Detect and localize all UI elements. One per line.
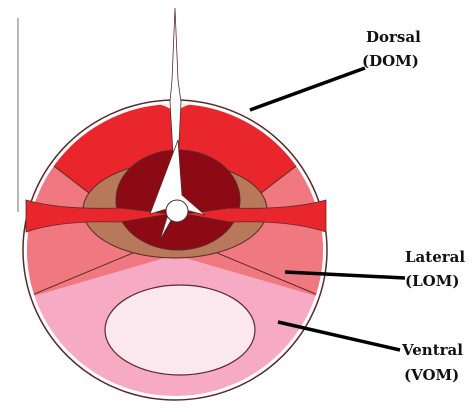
dorsal-abbr-label: (DOM) [362, 52, 419, 70]
lateral-abbr-label: (LOM) [405, 272, 459, 290]
dorsal-label: Dorsal [366, 28, 421, 46]
ventral-label: Ventral [401, 341, 463, 359]
dorsal-leader-line [250, 68, 365, 110]
lateral-label: Lateral [405, 248, 465, 266]
ventral-core [105, 285, 255, 375]
central-canal [166, 200, 188, 222]
ventral-abbr-label: (VOM) [404, 366, 459, 384]
